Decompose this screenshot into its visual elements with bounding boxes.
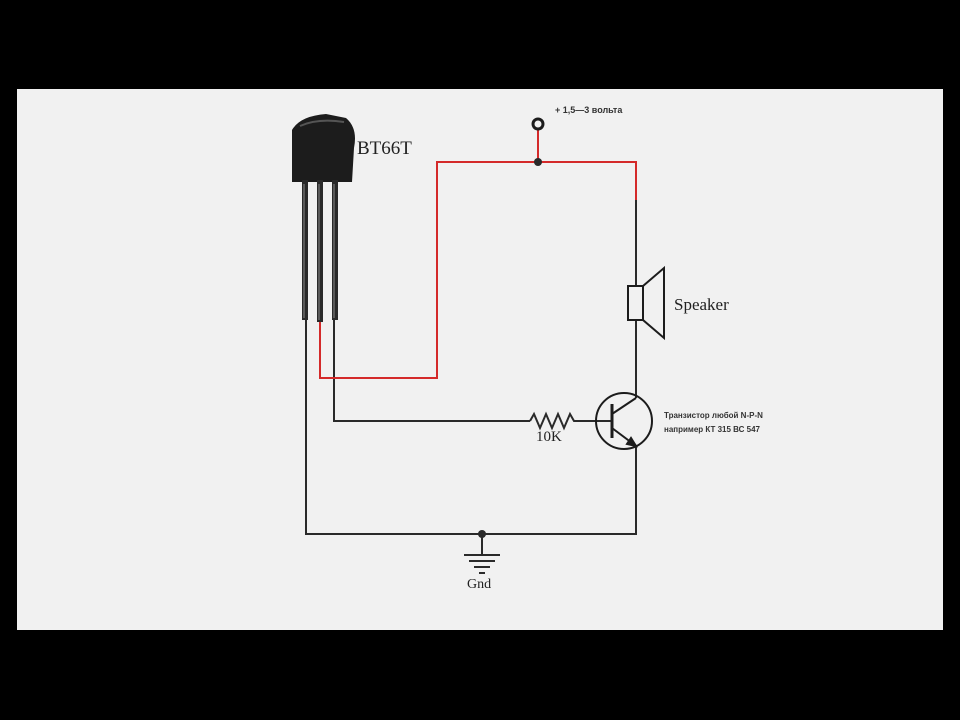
speaker-icon [627, 265, 665, 341]
junction-dot-ground [478, 530, 486, 538]
wires-black [305, 196, 637, 555]
part-label: BT66T [357, 138, 412, 159]
wire-base [333, 320, 530, 422]
resistor-icon [529, 411, 578, 431]
npn-transistor-icon [595, 392, 653, 450]
supply-terminal-icon [531, 117, 545, 166]
wires-red [319, 130, 637, 379]
wire-supply-main [319, 161, 637, 379]
speaker-label: Speaker [674, 295, 729, 314]
supply-label: + 1,5—3 вольта [555, 105, 623, 115]
transistor-note-line1: Транзистор любой N-P-N [664, 411, 763, 420]
diagram-canvas [17, 89, 943, 630]
resistor-label: 10K [536, 429, 562, 445]
ground-icon [464, 530, 500, 574]
ground-label: Gnd [467, 577, 492, 592]
wire-ground-loop [305, 320, 637, 535]
transistor-note-line2: например КТ 315 ВС 547 [664, 425, 760, 434]
to92-chip-icon [292, 114, 355, 322]
junction-dot-supply [534, 158, 542, 166]
